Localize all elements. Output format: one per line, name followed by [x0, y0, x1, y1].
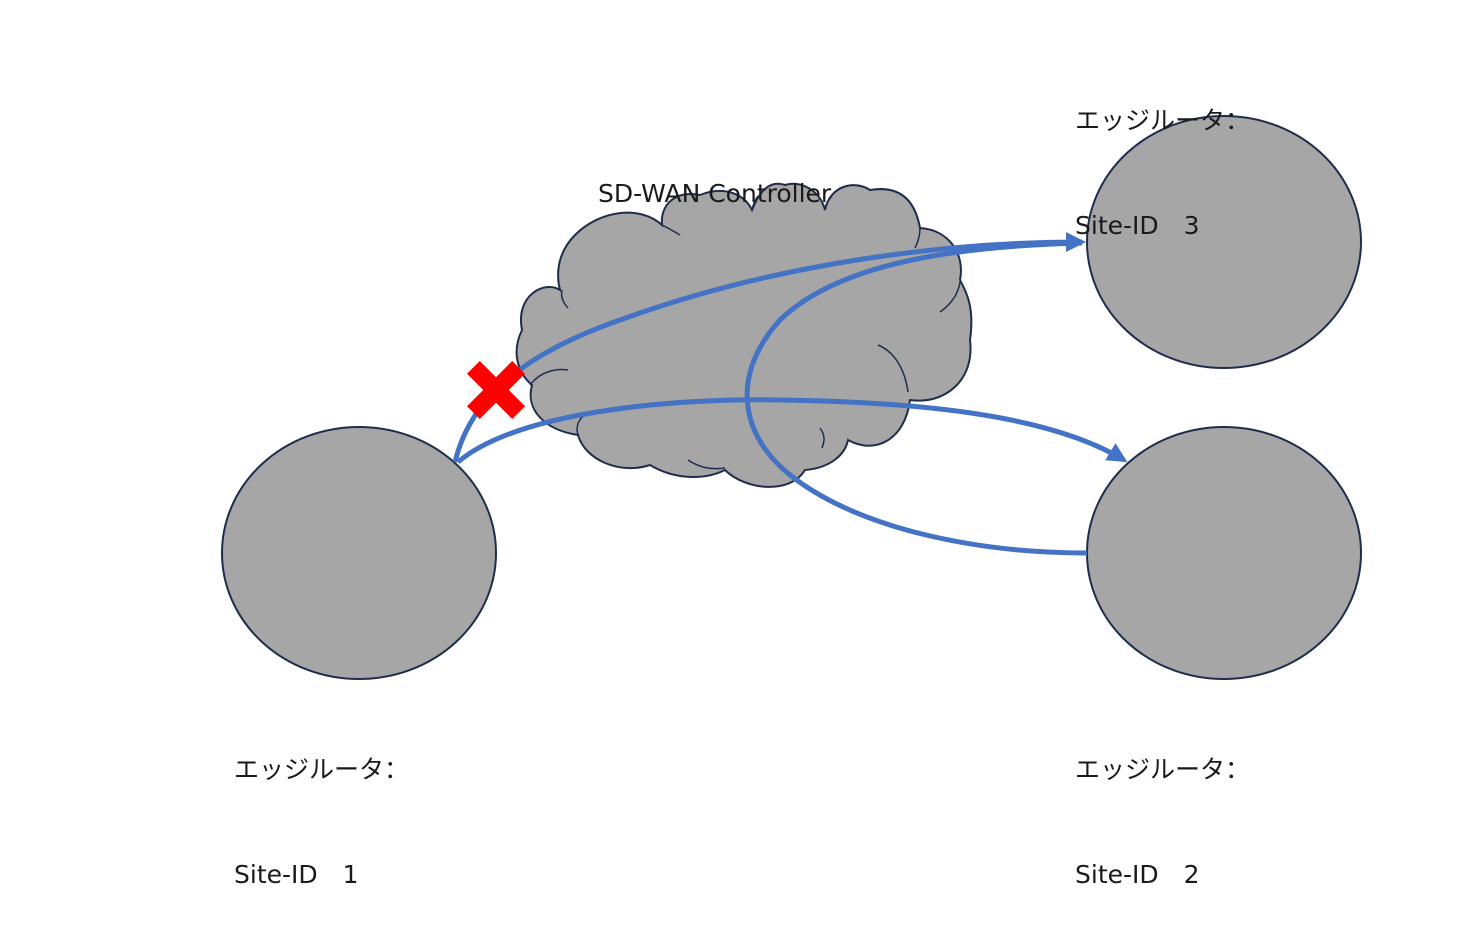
controller-label-text: SD-WAN Controller: [598, 179, 832, 208]
site2-label: エッジルータ： Site-ID 2: [1075, 682, 1250, 927]
edge-router-site1: [221, 426, 497, 680]
site1-label-prefix: エッジルータ：: [234, 755, 410, 784]
site3-label-prefix: エッジルータ：: [1075, 106, 1251, 135]
edge-router-site3: [1086, 115, 1362, 369]
link-site2-to-site3: [744, 240, 1088, 556]
link-site1-to-site2: [456, 397, 1128, 464]
controller-label: SD-WAN Controller: [598, 106, 831, 246]
blocked-path-x-icon: [467, 361, 525, 419]
site1-label: エッジルータ： Site-ID 1: [234, 682, 409, 927]
site1-label-id: Site-ID 1: [234, 860, 359, 889]
site3-label-id: Site-ID 3: [1075, 211, 1200, 240]
site2-label-prefix: エッジルータ：: [1075, 755, 1251, 784]
edge-router-site2: [1086, 426, 1362, 680]
site3-label: エッジルータ： Site-ID 3: [1075, 33, 1250, 278]
network-diagram: [221, 115, 1362, 680]
site2-label-id: Site-ID 2: [1075, 860, 1200, 889]
